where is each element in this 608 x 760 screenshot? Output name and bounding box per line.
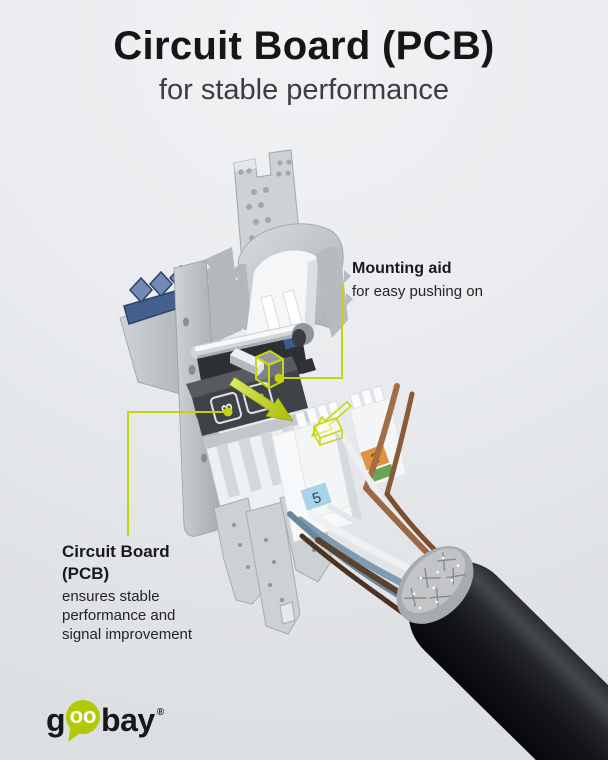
mounting-aid-description: for easy pushing on (352, 283, 483, 300)
logo-letters-bay: bay (101, 701, 155, 738)
wires-brown-upper (333, 383, 415, 508)
connector-assembly: 3 6 (119, 149, 608, 760)
mounting-aid-callout-line (274, 284, 343, 383)
arrow-down-icon (229, 376, 294, 422)
pcb-description-line3: signal improvement (62, 626, 193, 643)
braided-shield (396, 546, 474, 624)
callout-overlays (127, 284, 352, 536)
comb-left: 5 (293, 400, 351, 520)
hinge-crossbar (190, 323, 314, 359)
logo-letter-g: g (46, 701, 66, 738)
page-title: Circuit Board (PCB) (113, 24, 495, 68)
mounting-aid-label: Mounting aid (352, 260, 452, 277)
logo-letters-oo: oo (69, 703, 97, 728)
wire-label-5: 5 (300, 482, 332, 511)
shell-right-band (316, 246, 353, 338)
goobay-logo: g oo bay ® (46, 697, 165, 744)
highlight-cube-small-icon (313, 417, 343, 446)
fork-holes (238, 159, 292, 250)
callout-dot (274, 373, 284, 383)
logo-bubble-tail (68, 729, 83, 744)
collar-serration (228, 264, 252, 330)
comb-right: 2 (349, 385, 407, 489)
pcb-description-line1: ensures stable (62, 588, 160, 605)
page-subtitle: for stable performance (158, 74, 450, 106)
highlight-cube-icon (255, 350, 284, 389)
network-cable (408, 561, 608, 760)
callout-dot (223, 407, 233, 417)
logo-speech-bubble-icon: oo (66, 700, 101, 744)
braid-sparkles (412, 556, 460, 610)
registered-trademark-icon: ® (156, 706, 165, 718)
pcb-label-line1: Circuit Board (62, 542, 170, 561)
pcb-callout-line (127, 407, 233, 536)
pcb-label-line2: (PCB) (62, 564, 110, 583)
finger-holes (232, 513, 316, 602)
pcb-description-line2: performance and (62, 607, 176, 624)
